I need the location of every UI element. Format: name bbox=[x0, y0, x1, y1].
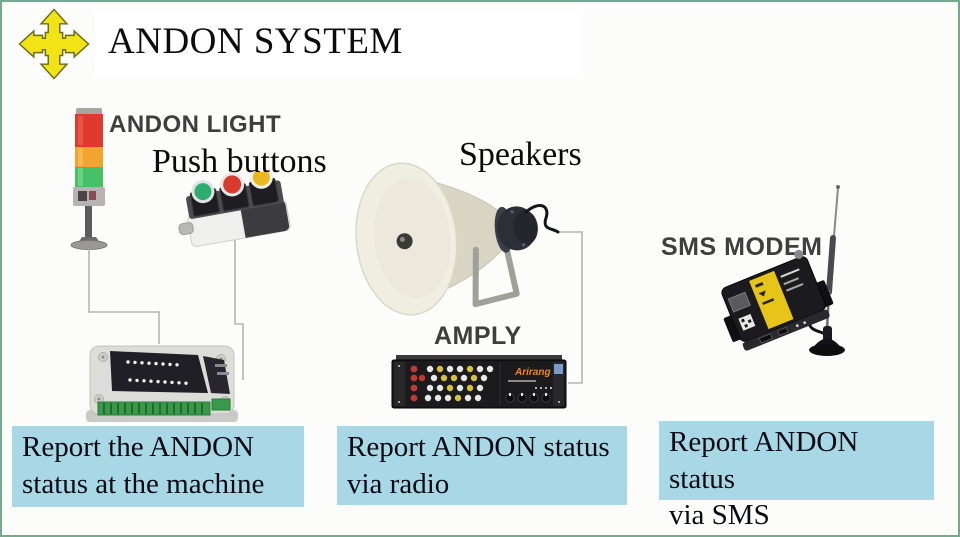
callout-line: status at the machine bbox=[22, 467, 265, 500]
yellow-button bbox=[249, 172, 273, 189]
callout-line: Report ANDON status bbox=[347, 431, 610, 463]
andon-tower-light bbox=[70, 108, 108, 254]
horn-speaker bbox=[355, 162, 560, 316]
io-controller bbox=[86, 345, 238, 422]
andon-light-label: ANDON LIGHT bbox=[109, 111, 282, 138]
page-title: ANDON SYSTEM bbox=[108, 21, 403, 62]
callout-line: Report ANDON status bbox=[669, 426, 859, 495]
title-background bbox=[95, 11, 582, 78]
push-buttons-label: Push buttons bbox=[152, 143, 327, 180]
callout-line: via SMS bbox=[669, 499, 770, 532]
amply-label: AMPLY bbox=[434, 322, 522, 350]
red-button bbox=[220, 172, 245, 197]
modem-body bbox=[721, 249, 834, 351]
callout-line: Report the ANDON bbox=[22, 431, 254, 463]
wire-light-to-controller bbox=[88, 251, 160, 344]
amplifier-knobs bbox=[410, 365, 494, 402]
speakers-label: Speakers bbox=[459, 136, 582, 173]
callout-sms-status: Report ANDON status via SMS bbox=[659, 421, 934, 531]
speaker-cable bbox=[524, 203, 560, 234]
push-button-station bbox=[178, 172, 291, 247]
amplifier-brand: Arirang bbox=[514, 367, 551, 378]
green-button bbox=[191, 180, 215, 204]
callout-machine-status: Report the ANDON status at the machine bbox=[12, 426, 304, 507]
amplifier: Arirang bbox=[391, 355, 567, 409]
callout-line: via radio bbox=[347, 467, 450, 500]
callout-radio-status: Report ANDON status via radio bbox=[337, 426, 627, 505]
move-arrows-icon bbox=[18, 8, 90, 80]
sms-modem bbox=[721, 185, 845, 356]
